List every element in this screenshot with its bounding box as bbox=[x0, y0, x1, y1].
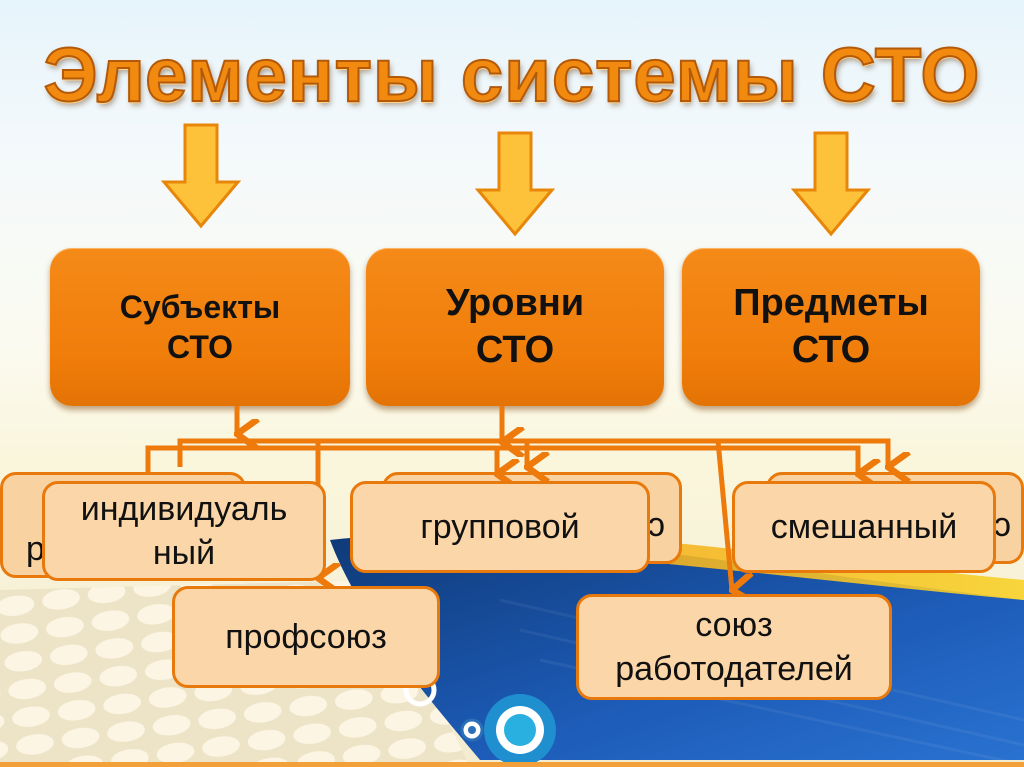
obscured-text-left: р bbox=[26, 530, 45, 568]
obscured-text-middle: ɔ bbox=[648, 506, 665, 544]
category-box-topics: Предметы СТО bbox=[682, 248, 980, 406]
circles-decoration bbox=[403, 673, 556, 766]
slide-title: Элементы системы СТО bbox=[43, 33, 981, 118]
item-box-individual: индивидуаль ный bbox=[42, 481, 326, 581]
category-box-levels: Уровни СТО bbox=[366, 248, 664, 406]
item-box-group: групповой bbox=[350, 481, 650, 573]
arrow-down-icon-levels bbox=[475, 131, 555, 237]
item-box-trade-union: профсоюз bbox=[172, 586, 440, 688]
connector-upper-bus bbox=[177, 438, 888, 467]
arrow-down-icon-subjects bbox=[161, 123, 241, 229]
obscured-text-right: ɔ bbox=[994, 506, 1011, 544]
category-box-subjects: Субъекты СТО bbox=[50, 248, 350, 406]
connector-employers-union bbox=[715, 440, 732, 590]
item-box-mixed: смешанный bbox=[732, 481, 996, 573]
connector-lower-bus bbox=[145, 445, 858, 474]
item-box-employers-union: союз работодателей bbox=[576, 594, 892, 700]
arrow-down-icon-topics bbox=[791, 131, 871, 237]
